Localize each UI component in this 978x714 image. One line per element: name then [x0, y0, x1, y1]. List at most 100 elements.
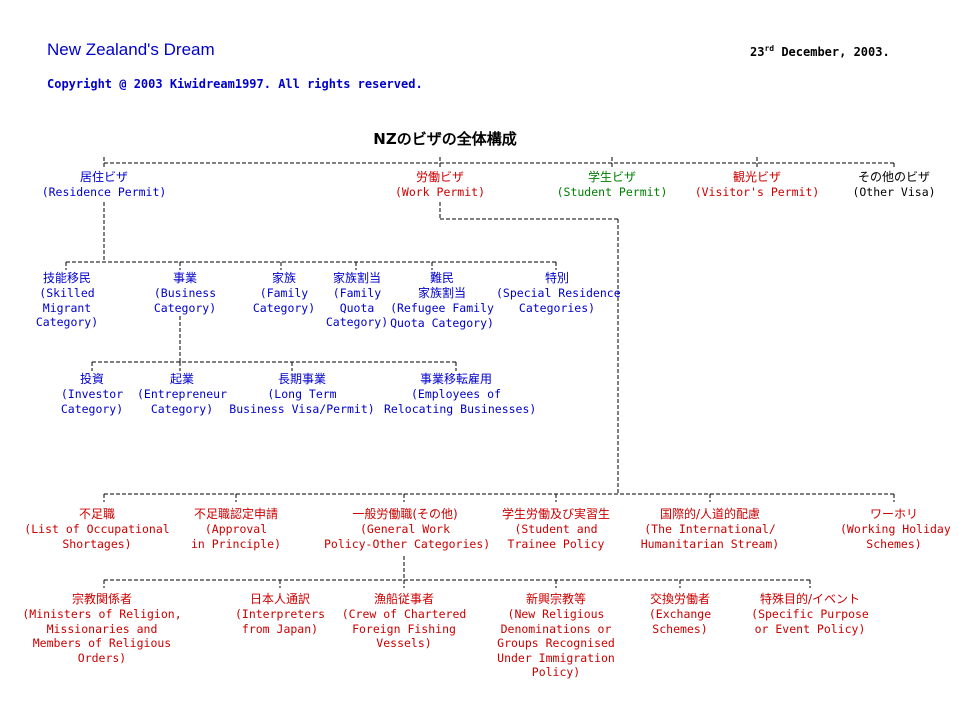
node-label-en: (Specific Purpose — [751, 607, 869, 621]
node-label-en: Category) — [153, 300, 217, 315]
node-label-en: Schemes) — [866, 536, 922, 551]
node-label-en: Quota Category) — [390, 315, 494, 330]
node-label-en: (Family — [332, 286, 382, 300]
node-label-en: (Investor — [60, 387, 124, 401]
node-label-jp: 投資 — [79, 372, 104, 386]
node-label-jp: 特別 — [544, 271, 569, 285]
node-label-en: (Entrepreneur — [136, 387, 227, 401]
node-label-en: from Japan) — [241, 621, 319, 636]
node-label-jp: 国際的/人道的配慮 — [659, 507, 761, 521]
node-label-en: Category) — [325, 315, 389, 329]
node-label-en: (Employees of — [410, 387, 501, 401]
node-label-en: Business Visa/Permit) — [229, 401, 375, 416]
node-label-en: Trainee Policy — [507, 536, 605, 551]
node-label-en: (Crew of Chartered — [341, 607, 467, 621]
node-label-en: (Ministers of Religion, — [22, 607, 182, 621]
node-residence-permit[interactable]: 居住ビザ(Residence Permit) — [30, 170, 178, 200]
node-label-jp: 日本人通訳 — [249, 592, 310, 606]
node-student-permit[interactable]: 学生ビザ(Student Permit) — [552, 170, 672, 200]
node-label-en: Shortages) — [62, 536, 132, 551]
node-label-en: (Skilled — [39, 286, 95, 300]
node-work-permit[interactable]: 労働ビザ(Work Permit) — [370, 170, 510, 200]
node-humanitarian-stream[interactable]: 国際的/人道的配慮(The International/Humanitarian… — [640, 507, 780, 551]
node-label-en: Policy) — [531, 665, 581, 679]
node-label-jp: 漁船従事者 — [373, 592, 434, 606]
node-label-en: (Refugee Family — [390, 301, 494, 315]
date-rest: December, 2003. — [774, 45, 890, 59]
node-label-jp: ワーホリ — [869, 507, 918, 521]
node-other-visa[interactable]: その他のビザ(Other Visa) — [844, 170, 944, 200]
node-label-en: Category) — [252, 300, 316, 315]
node-label-en: (Long Term — [267, 387, 337, 401]
node-label-en: Vessels) — [376, 636, 432, 650]
node-label-en: (New Religious — [507, 607, 605, 621]
node-label-jp: 労働ビザ — [415, 170, 464, 184]
node-label-en: Category) — [150, 401, 214, 416]
chart-title: NZのビザの全体構成 — [373, 130, 517, 148]
node-label-jp: 宗教関係者 — [71, 592, 132, 606]
node-label-jp: 一般労働職(その他) — [352, 507, 458, 521]
node-label-en: (Visitor's Permit) — [694, 185, 820, 199]
node-label-en: (Approval — [204, 522, 268, 536]
node-label-en: (Interpreters — [234, 607, 325, 621]
node-label-jp: 難民 家族割当 — [417, 271, 466, 300]
node-label-jp: 技能移民 — [42, 271, 91, 285]
node-label-en: (General Work — [359, 522, 450, 536]
node-label-en: Missionaries and — [46, 621, 158, 636]
date-suffix: rd — [764, 44, 775, 53]
node-label-en: (The International/ — [644, 522, 776, 536]
node-label-jp: 不足職認定申請 — [193, 507, 278, 521]
node-label-en: Humanitarian Stream) — [640, 536, 780, 551]
publication-date: 23rd December, 2003. — [750, 44, 890, 59]
node-label-jp: 事業 — [172, 271, 197, 285]
node-label-en: (Special Residence — [496, 286, 621, 300]
node-ministers-of-religion[interactable]: 宗教関係者(Ministers of Religion,Missionaries… — [22, 592, 182, 665]
node-label-en: Migrant — [42, 300, 92, 315]
node-label-en: (Student Permit) — [556, 185, 668, 199]
node-visitor-permit[interactable]: 観光ビザ(Visitor's Permit) — [690, 170, 824, 200]
node-label-jp: 新興宗教等 — [525, 592, 586, 606]
node-label-en: Category) — [60, 401, 124, 416]
node-label-jp: 起業 — [169, 372, 194, 386]
node-label-en: (List of Occupational — [24, 522, 170, 536]
node-label-en: (Residence Permit) — [41, 185, 167, 199]
node-label-jp: 事業移転雇用 — [419, 372, 492, 386]
copyright-notice: Copyright @ 2003 Kiwidream1997. All righ… — [47, 77, 423, 91]
node-label-en: (Work Permit) — [394, 185, 485, 199]
node-label-en: Relocating Businesses) — [384, 401, 537, 416]
node-label-en: Policy-Other Categories) — [324, 536, 491, 551]
node-label-en: (Student and — [514, 522, 598, 536]
node-label-en: Categories) — [518, 300, 596, 315]
node-label-jp: 学生労働及び実習生 — [501, 507, 610, 521]
node-label-en: (Working Holiday — [840, 522, 951, 536]
node-label-en: (Business — [153, 286, 217, 300]
node-label-en: in Principle) — [190, 536, 281, 551]
site-title: New Zealand's Dream — [47, 40, 215, 59]
node-label-en: Denominations or — [500, 621, 612, 636]
node-label-en: Members of Religious — [32, 636, 172, 650]
node-label-en: (Other Visa) — [852, 185, 936, 199]
node-label-en: Foreign Fishing — [352, 621, 456, 636]
node-label-en: Schemes) — [652, 621, 708, 636]
